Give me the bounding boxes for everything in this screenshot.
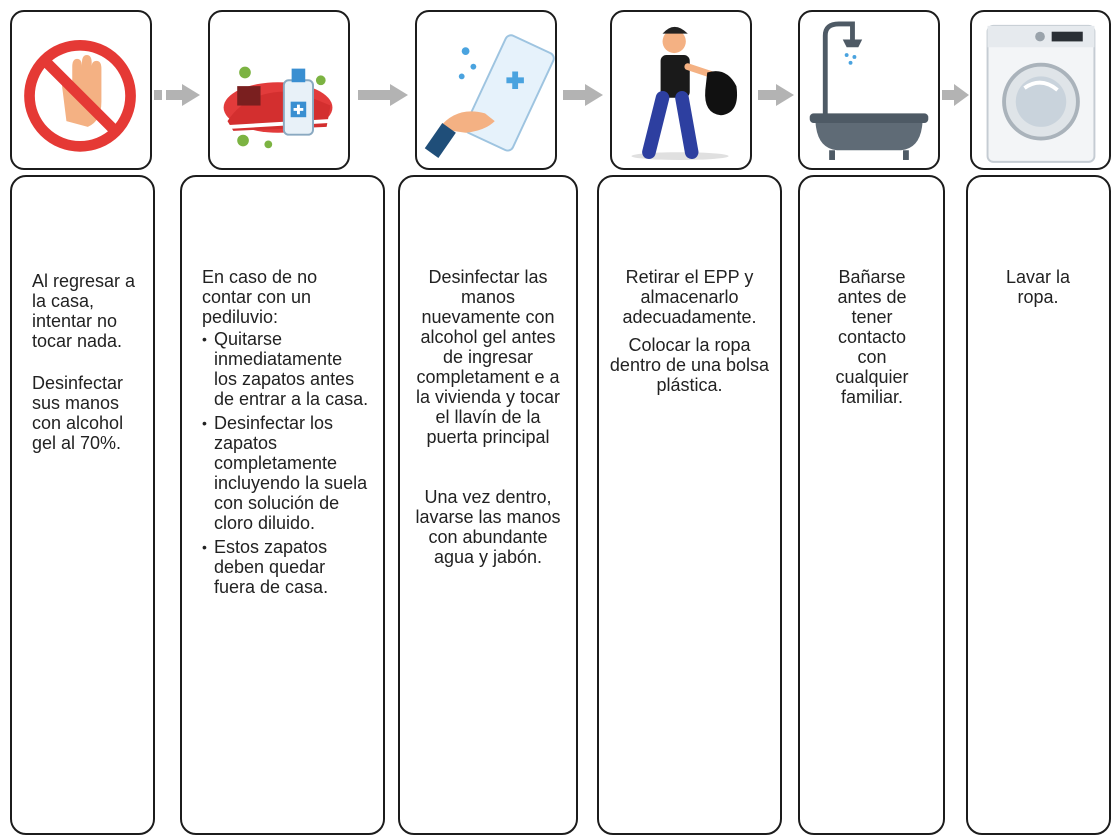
shower-bathtub-icon — [809, 21, 929, 160]
step-5-paragraph-1: Bañarse antes de tener contacto con cual… — [835, 267, 909, 407]
step-6-text-card: Lavar la ropa. — [966, 175, 1111, 835]
washing-machine-icon — [986, 24, 1096, 163]
step-3-icon-card — [415, 10, 557, 170]
step-6-paragraph-1: Lavar la ropa. — [1005, 267, 1071, 307]
step-2-intro: En caso de no contar con un pediluvio: — [202, 267, 318, 327]
step-4-icon-card — [610, 10, 752, 170]
arrow-right-icon — [358, 84, 408, 106]
step-1-text-card: Al regresar a la casa, intentar no tocar… — [10, 175, 155, 835]
person-trash-bag-icon — [631, 26, 738, 160]
step-5-text-card: Bañarse antes de tener contacto con cual… — [798, 175, 945, 835]
step-5-icon-card — [798, 10, 940, 170]
hand-sanitizer-icon — [424, 34, 555, 159]
arrow-right-icon — [942, 84, 969, 106]
step-1-icon-card — [10, 10, 152, 170]
step-4-paragraph-1: Retirar el EPP y almacenarlo adecuadamen… — [622, 267, 757, 327]
arrow-right-icon — [563, 84, 603, 106]
step-2-bullet: Estos zapatos deben quedar fuera de casa… — [202, 537, 370, 597]
step-1-paragraph-2: Desinfectar sus manos con alcohol gel al… — [32, 373, 124, 453]
no-touch-hand-icon — [24, 39, 136, 152]
step-2-bullet: Desinfectar los zapatos completamente in… — [202, 413, 370, 533]
step-2-icon-card — [208, 10, 350, 170]
step-4-paragraph-2: Colocar la ropa dentro de una bolsa plás… — [609, 335, 770, 395]
arrow-right-icon — [154, 84, 200, 106]
step-1-paragraph-1: Al regresar a la casa, intentar no tocar… — [32, 271, 136, 351]
step-2-bullet: Quitarse inmediatamente los zapatos ante… — [202, 329, 370, 409]
shoes-disinfect-icon — [223, 66, 333, 149]
step-3-paragraph-2: Una vez dentro, lavarse las manos con ab… — [415, 487, 561, 567]
step-6-icon-card — [970, 10, 1111, 170]
step-3-paragraph-1: Desinfectar las manos nuevamente con alc… — [415, 267, 561, 447]
step-4-text-card: Retirar el EPP y almacenarlo adecuadamen… — [597, 175, 782, 835]
step-2-text-card: En caso de no contar con un pediluvio: Q… — [180, 175, 385, 835]
step-3-text-card: Desinfectar las manos nuevamente con alc… — [398, 175, 578, 835]
arrow-right-icon — [758, 84, 794, 106]
step-2-bullet-list: Quitarse inmediatamente los zapatos ante… — [202, 329, 370, 597]
